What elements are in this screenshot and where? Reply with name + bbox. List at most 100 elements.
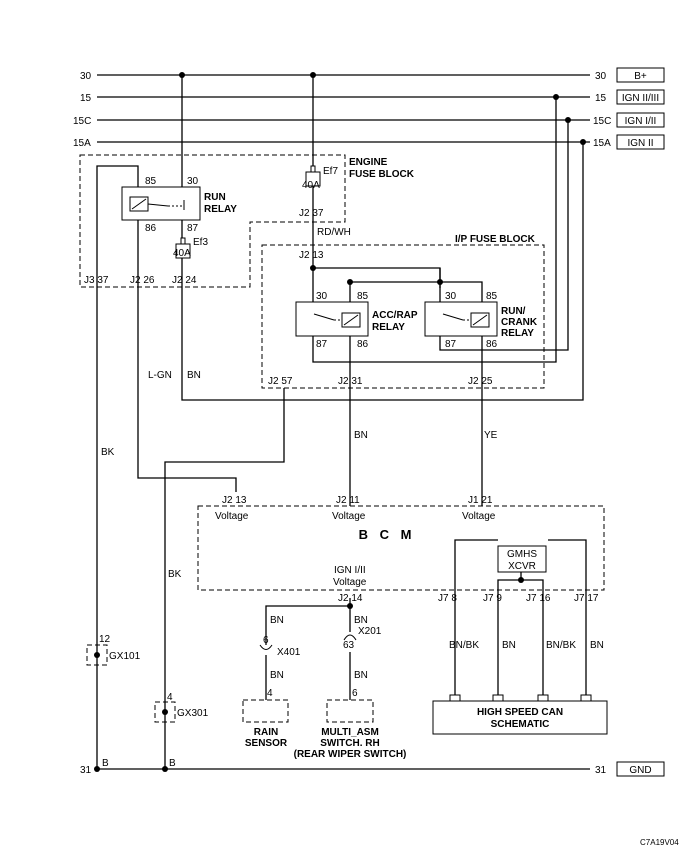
wire-l-gn: L-GN	[148, 370, 172, 381]
gx101-label: GX101	[109, 651, 141, 662]
l-gn-wire	[137, 220, 237, 492]
conn-j2-25: J2 25	[468, 376, 493, 387]
rail-30-right-label: 30	[595, 71, 607, 82]
connectors: 6 X401 4 X201 63 6 12 GX101 4 GX301 B B	[86, 626, 382, 769]
rail-31-left-label: 31	[80, 765, 92, 776]
run-crank-relay-label-1: RUN/	[501, 306, 526, 317]
rail-15a-right-label: 15A	[593, 138, 611, 149]
rail-31-right-label: 31	[595, 765, 607, 776]
rail-15c-left-label: 15C	[73, 116, 91, 127]
rail-15a-tag: IGN II	[627, 138, 653, 149]
run-relay-pin85: 85	[145, 176, 157, 187]
bcm-in3-label: Voltage	[462, 511, 496, 522]
diagram-code: C7A19V04	[640, 838, 679, 847]
bcm-module: B C M J2 13 Voltage J2 11 Voltage J1 21 …	[197, 495, 605, 604]
wire-rd-wh: RD/WH	[317, 227, 351, 238]
ip-fuse-block-title: I/P FUSE BLOCK	[455, 234, 536, 245]
ground-b2: B	[169, 758, 176, 769]
run-relay-pin86: 86	[145, 223, 157, 234]
high-speed-can-box	[432, 700, 608, 735]
acc-rap-relay-label-2: RELAY	[372, 322, 405, 333]
conn-j2-24: J2 24	[172, 275, 197, 286]
rc-pin30: 30	[445, 291, 457, 302]
gx301-ground	[154, 701, 176, 723]
rail-15c-tag: IGN I/II	[625, 116, 657, 127]
gmhs-xcvr	[497, 545, 547, 573]
engine-fuse-block: ENGINE FUSE BLOCK RUN RELAY 85 30 86 87 …	[79, 154, 415, 288]
wire-bn-rain-top: BN	[270, 615, 284, 626]
x401-pin: 6	[263, 635, 269, 646]
wire-bn-4: BN	[590, 640, 604, 651]
gmhs-xcvr-label-2: XCVR	[508, 561, 536, 572]
x401-connector-icon	[259, 644, 273, 650]
bcm-in2-conn: J2 11	[336, 495, 360, 506]
run-relay-label-1: RUN	[204, 192, 226, 203]
rail-15c-right-label: 15C	[593, 116, 611, 127]
bcm-ign-label-2: Voltage	[333, 577, 367, 588]
run-relay-label-2: RELAY	[204, 204, 237, 215]
acc-87-to-15	[312, 97, 557, 363]
multi-switch-label-3: (REAR WIPER SWITCH)	[294, 749, 407, 760]
ef7-rating: 40A	[302, 180, 320, 191]
bcm-in3-conn: J1 21	[468, 495, 493, 506]
run-relay-pin30: 30	[187, 176, 199, 187]
bn-wire-to-15a	[181, 142, 584, 401]
wire-bn-multi-bot: BN	[354, 670, 368, 681]
rc-pin87: 87	[445, 339, 457, 350]
wire-bn-multi-top: BN	[354, 615, 368, 626]
rail-15-tag: IGN II/III	[622, 93, 659, 104]
components: RAIN SENSOR MULTI_ASM SWITCH. RH (REAR W…	[242, 694, 608, 760]
rail-31-tag: GND	[629, 765, 651, 776]
bcm-title: B C M	[359, 527, 416, 542]
conn-j2-13-ip: J2 13	[299, 250, 324, 261]
ef3-rating: 40A	[173, 248, 191, 259]
conn-j2-37: J2 37	[299, 208, 324, 219]
can-label-2: SCHEMATIC	[491, 719, 550, 730]
rail-15a-tag-box	[616, 134, 665, 150]
ip-fuse-block: I/P FUSE BLOCK J2 13 ACC/RAP RELAY 30 85…	[261, 234, 545, 389]
gmhs-xcvr-label-1: GMHS	[507, 549, 537, 560]
engine-fuse-block-outline	[79, 154, 346, 288]
x201-pin: 63	[343, 640, 355, 651]
rc-87-to-15c	[439, 120, 569, 351]
multi-pin: 6	[352, 688, 358, 699]
rail-15a-left-label: 15A	[73, 138, 91, 149]
rail-15-tag-box	[616, 89, 665, 105]
x201-label: X201	[358, 626, 382, 637]
run-crank-relay-label-2: CRANK	[501, 317, 538, 328]
ground-b1: B	[102, 758, 109, 769]
rc-pin85: 85	[486, 291, 498, 302]
engine-fuse-block-title-1: ENGINE	[349, 157, 388, 168]
ef3-fuse	[175, 243, 191, 259]
gx301-label: GX301	[177, 708, 209, 719]
run-crank-relay-label-3: RELAY	[501, 328, 534, 339]
wire-bn-bk-2: BN/BK	[546, 640, 576, 651]
bcm-in2-label: Voltage	[332, 511, 366, 522]
acc-pin30: 30	[316, 291, 328, 302]
engine-fuse-block-title-2: FUSE BLOCK	[349, 169, 415, 180]
bcm-j7-16: J7 16	[526, 593, 551, 604]
wire-ye: YE	[484, 430, 498, 441]
acc-pin87: 87	[316, 339, 328, 350]
rain-sensor-label-2: SENSOR	[245, 738, 288, 749]
multi-switch-label-1: MULTI_ASM	[321, 727, 379, 738]
wire-bn-bk-1: BN/BK	[449, 640, 479, 651]
ef3-name: Ef3	[193, 237, 208, 248]
wire-bn-rain-bot: BN	[270, 670, 284, 681]
rail-15-left-label: 15	[80, 93, 92, 104]
conn-j2-26: J2 26	[130, 275, 155, 286]
wire-bn-2: BN	[354, 430, 368, 441]
wire-bn-1: BN	[187, 370, 201, 381]
wire-bk-2: BK	[168, 569, 182, 580]
rail-15-right-label: 15	[595, 93, 607, 104]
x201-connector-icon	[343, 634, 357, 641]
power-rails: 30 15 15C 15A 31 30 15 15C 15A 31 B+ IGN…	[73, 67, 665, 777]
ef7-name: Ef7	[323, 166, 338, 177]
acc-pin85: 85	[357, 291, 369, 302]
wire-bk-1: BK	[101, 447, 115, 458]
rail-30-tag: B+	[634, 71, 647, 82]
rail-31-tag-box	[616, 761, 665, 777]
run-relay	[121, 186, 201, 221]
gx101-ground	[86, 644, 108, 666]
